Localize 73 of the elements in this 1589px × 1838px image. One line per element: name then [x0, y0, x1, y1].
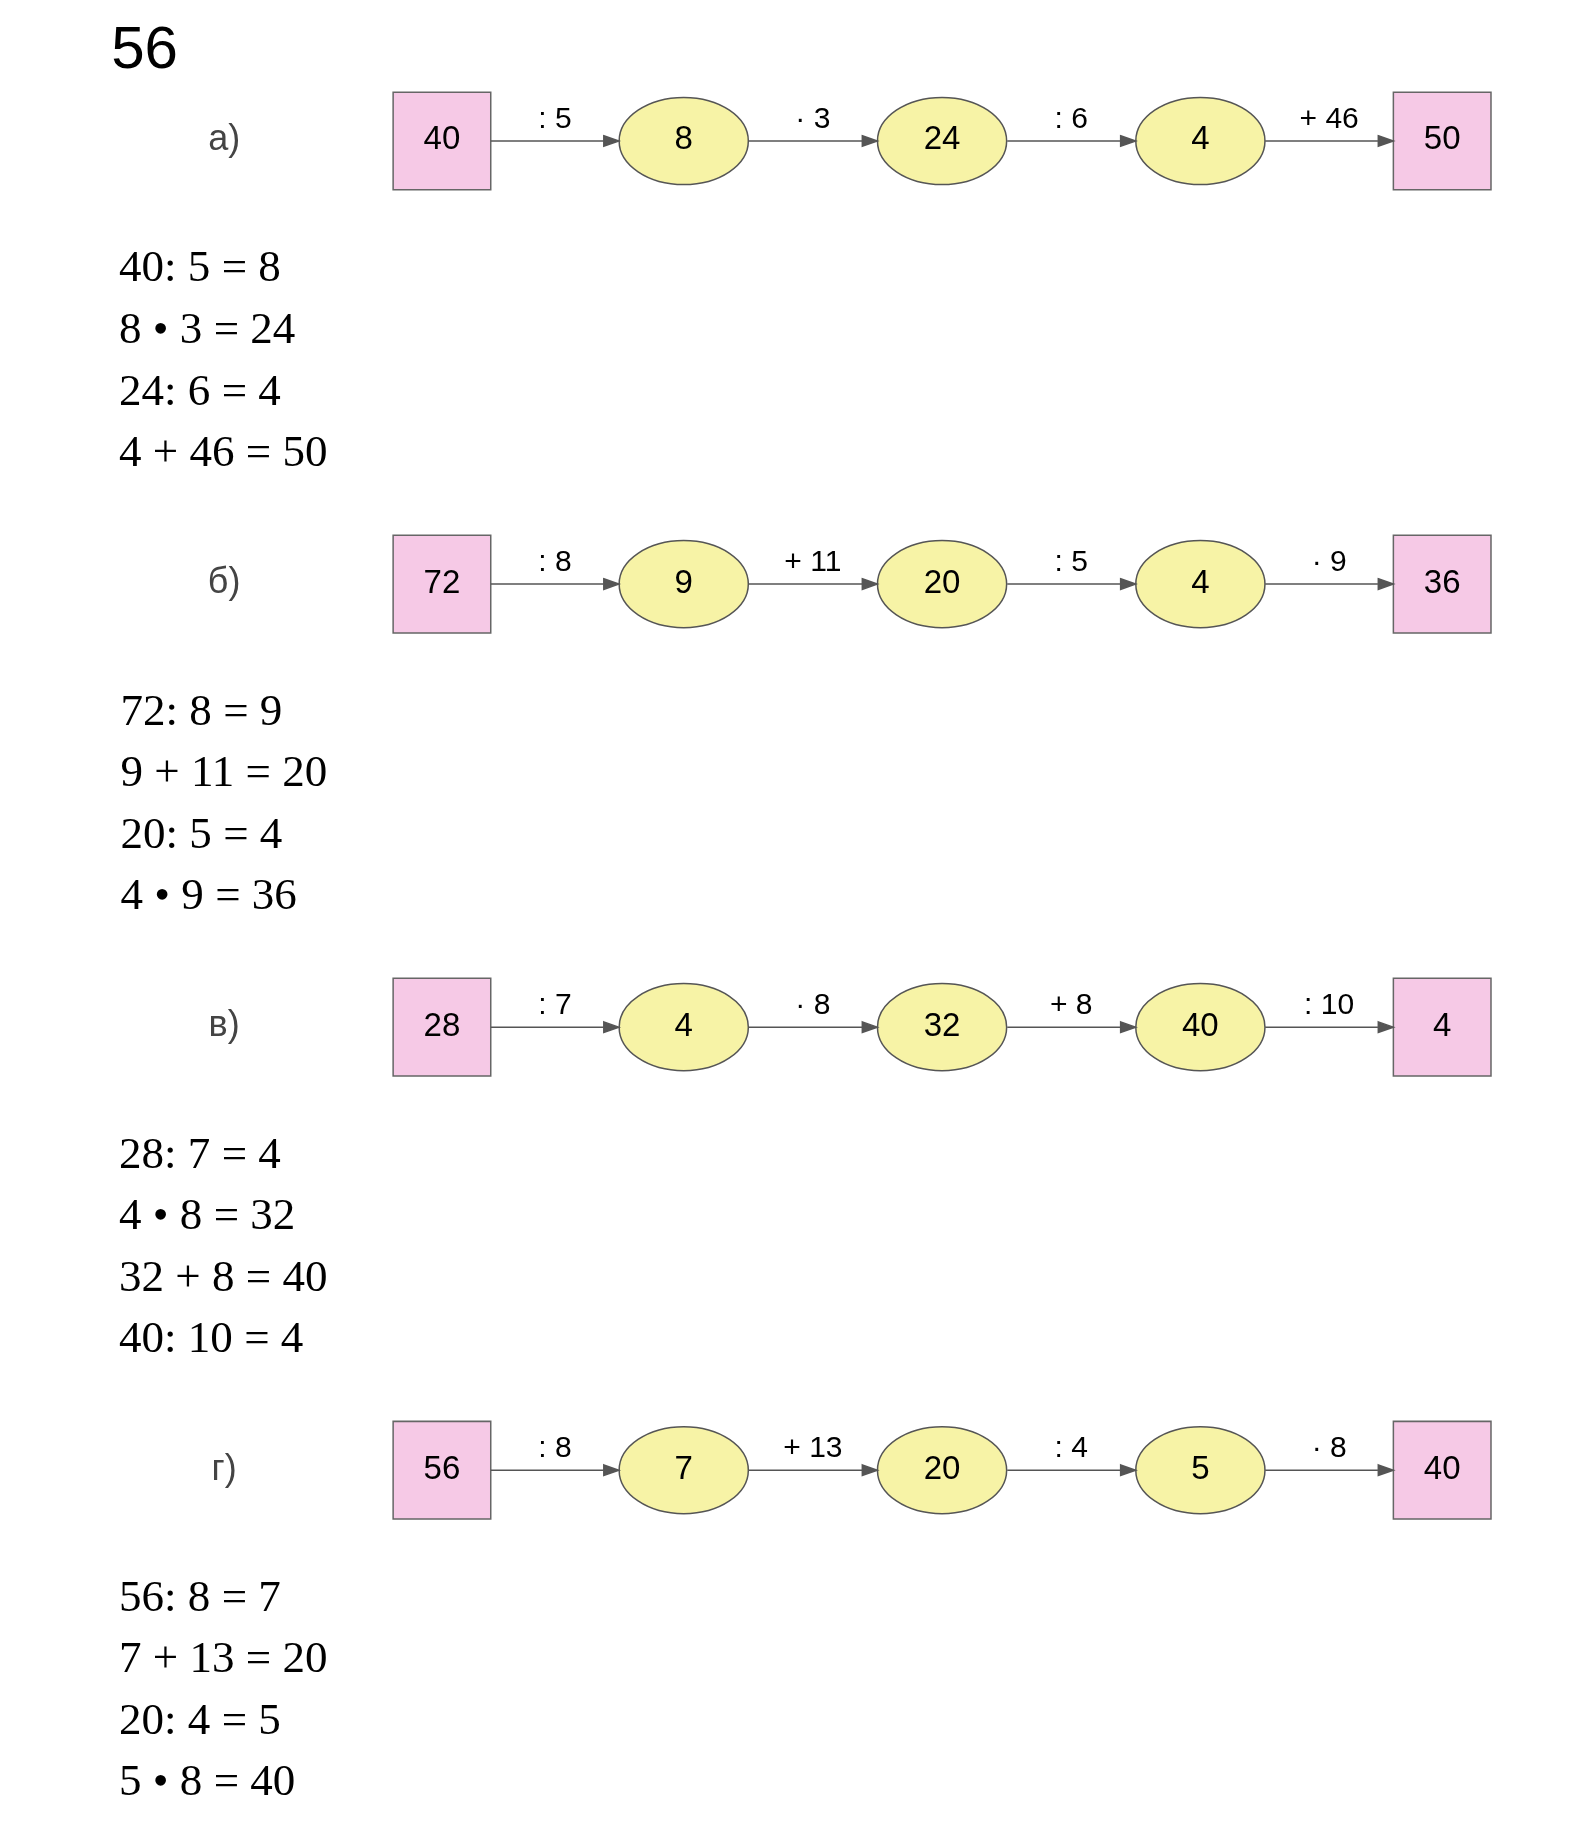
arrow — [1264, 1463, 1396, 1477]
label: б) — [207, 560, 241, 602]
node-ellipse: 5 — [1135, 1425, 1266, 1515]
node-ellipse: 7 — [618, 1425, 750, 1515]
arrow — [490, 134, 622, 148]
edge-label: + 46 — [1299, 100, 1359, 134]
arrow — [1006, 134, 1138, 148]
arrow — [1006, 1463, 1138, 1477]
node-ellipse: 20 — [876, 539, 1008, 629]
label: 8 • 3 = 24 — [119, 303, 296, 354]
arrow — [490, 1020, 622, 1034]
edge-label: : 5 — [1054, 543, 1088, 577]
node-box: 36 — [1392, 534, 1492, 634]
arrow — [1264, 134, 1396, 148]
arrow — [1264, 577, 1396, 591]
node-box: 28 — [392, 977, 492, 1077]
label: 20: 5 = 4 — [120, 807, 283, 858]
label: 7 + 13 = 20 — [119, 1632, 328, 1683]
edge-label: : 6 — [1054, 100, 1088, 134]
label: 4 • 8 = 32 — [119, 1189, 296, 1240]
arrow — [748, 134, 880, 148]
edge-label: : 5 — [538, 100, 572, 134]
label: 32 + 8 = 40 — [119, 1250, 328, 1301]
label: 40: 5 = 8 — [119, 241, 281, 292]
edge-label: : 4 — [1054, 1429, 1088, 1463]
edge-label: · 9 — [1311, 543, 1347, 577]
edge-label: · 8 — [1311, 1429, 1347, 1463]
edge-label: : 7 — [538, 986, 572, 1020]
label: 4 + 46 = 50 — [119, 426, 328, 477]
arrow — [1006, 577, 1138, 591]
label: в) — [208, 1003, 240, 1045]
arrow — [490, 1463, 622, 1477]
diagram-title: 56 — [111, 14, 178, 82]
node-ellipse: 9 — [618, 539, 750, 629]
arrow — [1264, 1020, 1396, 1034]
node-ellipse: 4 — [1135, 539, 1266, 629]
arrow — [748, 577, 880, 591]
label: 56: 8 = 7 — [119, 1570, 281, 1621]
node-box: 40 — [392, 91, 492, 191]
edge-label: : 10 — [1304, 986, 1355, 1020]
edge-label: : 8 — [538, 543, 572, 577]
edge-label: + 13 — [783, 1429, 843, 1463]
label: а) — [208, 117, 241, 159]
edge-label: + 8 — [1049, 986, 1093, 1020]
node-box: 50 — [1392, 91, 1492, 191]
label: 9 + 11 = 20 — [120, 746, 328, 797]
label: г) — [211, 1446, 237, 1488]
arrow — [490, 577, 622, 591]
arrow — [748, 1463, 880, 1477]
arrow — [1006, 1020, 1138, 1034]
edge-label: : 8 — [538, 1429, 572, 1463]
node-ellipse: 8 — [618, 96, 750, 186]
edge-label: · 3 — [795, 100, 831, 134]
node-ellipse: 24 — [876, 96, 1008, 186]
label: 4 • 9 = 36 — [120, 869, 297, 920]
node-box: 56 — [392, 1420, 492, 1520]
label: 20: 4 = 5 — [119, 1693, 281, 1744]
node-box: 4 — [1392, 977, 1492, 1077]
label: 24: 6 = 4 — [119, 364, 281, 415]
node-ellipse: 20 — [876, 1425, 1008, 1515]
label: 5 • 8 = 40 — [119, 1755, 296, 1806]
node-box: 40 — [1392, 1420, 1492, 1520]
label: 72: 8 = 9 — [120, 684, 283, 735]
edge-label: · 8 — [795, 986, 831, 1020]
label: 28: 7 = 4 — [119, 1127, 281, 1178]
node-ellipse: 4 — [1135, 96, 1266, 186]
label: 40: 10 = 4 — [119, 1312, 304, 1363]
edge-label: + 11 — [784, 543, 842, 577]
node-ellipse: 4 — [618, 982, 750, 1072]
arrow — [748, 1020, 880, 1034]
node-box: 72 — [392, 534, 492, 634]
node-ellipse: 32 — [876, 982, 1008, 1072]
node-ellipse: 40 — [1135, 982, 1266, 1072]
